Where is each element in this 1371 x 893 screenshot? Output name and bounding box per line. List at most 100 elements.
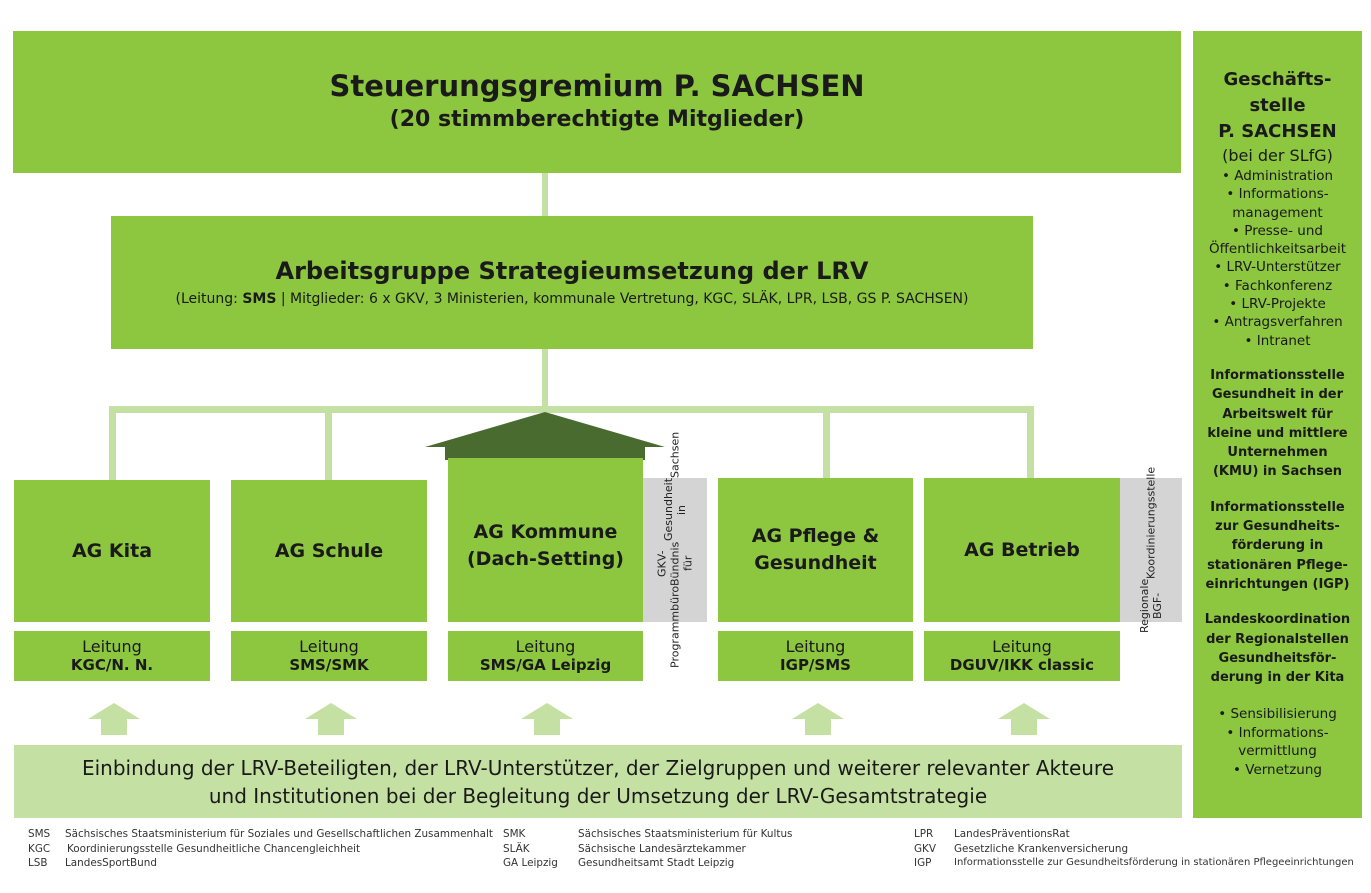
programmbuero-label: Programmbüro GKV-Bündnis für Gesundheit …: [643, 432, 707, 668]
ag-betrieb-name: AG Betrieb: [964, 538, 1080, 561]
legend-abbr: SLÄK: [503, 842, 530, 855]
kmu-info-line: Gesundheit in der: [1211, 387, 1344, 403]
igp-info-line: förderung in: [1231, 538, 1324, 554]
lead-kommune-box: Leitung SMS/GA Leipzig: [448, 631, 643, 681]
legend-text: LandesSportBund: [65, 857, 157, 869]
office-task-item: • Administration: [1221, 168, 1334, 184]
bgf-box: [1120, 478, 1182, 622]
legend-text: Informationsstelle zur Gesundheitsförder…: [954, 857, 1354, 868]
kita-coordination-block: Landeskoordination der Regionalstellen G…: [1193, 610, 1362, 687]
lead-pflege-box: Leitung IGP/SMS: [718, 631, 913, 681]
kita-coordination-line: Landeskoordination: [1204, 612, 1351, 628]
kmu-info-line: Unternehmen: [1227, 445, 1328, 461]
lead-betrieb-value: DGUV/IKK classic: [949, 656, 1095, 674]
legend-text: Gesundheitsamt Stadt Leipzig: [578, 857, 735, 869]
legend-row: SMS Sächsisches Staatsministerium für Soz…: [28, 827, 493, 842]
arrow-up-icon: [792, 703, 844, 735]
bgf-line1: Regionale BGF-: [1138, 578, 1164, 634]
kmu-info-line: Arbeitswelt für: [1222, 406, 1333, 422]
kmu-info-line: kleine und mittlere: [1207, 425, 1348, 441]
stakeholder-integration-line1: Einbindung der LRV-Beteiligten, der LRV-…: [81, 755, 1115, 780]
lead-schule-box: Leitung SMS/SMK: [231, 631, 427, 681]
office-task-item: • Informations-: [1226, 186, 1329, 203]
office-task-item: • Fachkonferenz: [1222, 277, 1333, 294]
igp-info-line: stationären Pflege-: [1207, 557, 1348, 573]
kita-tasks-list: • Sensibilisierung • Informations- vermi…: [1193, 705, 1362, 779]
office-task-item: • LRV-Unterstützer: [1214, 259, 1341, 276]
legend-row: GKV Gesetzliche Krankenversicherung: [914, 842, 1354, 857]
office-task-item: management: [1232, 204, 1323, 221]
office-task-item: • Presse- und: [1232, 222, 1323, 239]
ag-pflege-name2: Gesundheit: [754, 552, 877, 574]
office-title-line2: stelle: [1249, 95, 1306, 116]
office-task-item: • Intranet: [1244, 332, 1311, 349]
ag-betrieb-box: AG Betrieb: [924, 478, 1120, 622]
office-subtitle: (bei der SLfG): [1222, 146, 1333, 165]
kita-coordination-line: derung in der Kita: [1210, 670, 1345, 686]
legend-abbr: IGP: [914, 857, 932, 869]
ag-schule-name: AG Schule: [274, 539, 384, 562]
legend-text: Gesetzliche Krankenversicherung: [954, 842, 1129, 855]
kita-task-item: • Vernetzung: [1233, 761, 1322, 778]
roof-triangle: [425, 412, 665, 460]
legend-text: Sächsisches Staatsministerium für Sozial…: [65, 828, 493, 840]
arrow-up-icon: [305, 703, 357, 735]
kita-coordination-line: Gesundheitsför-: [1218, 650, 1337, 666]
steering-committee-title: Steuerungsgremium P. SACHSEN: [329, 69, 865, 103]
office-task-item: Öffentlichkeitsarbeit: [1208, 241, 1347, 258]
arrow-up-icon: [521, 703, 573, 735]
lead-kita-value: KGC/N. N.: [70, 656, 154, 674]
legend-col-1: SMS Sächsisches Staatsministerium für Soz…: [28, 827, 493, 871]
lead-betrieb-label: Leitung: [992, 637, 1052, 656]
igp-info-line: Informationsstelle: [1210, 499, 1345, 515]
connector-pflege: [823, 406, 830, 481]
legend-abbr: GKV: [914, 842, 936, 855]
steering-committee-subtitle: (20 stimmberechtigte Mitglieder): [389, 107, 805, 132]
legend-text: Sächsisches Staatsministerium für Kultus: [578, 828, 793, 840]
connector-betrieb: [1027, 406, 1034, 481]
ag-kommune-name2: (Dach-Setting): [466, 548, 624, 570]
legend-row: SLÄK Sächsische Landesärztekammer: [503, 842, 792, 857]
workgroup-sub-prefix: (Leitung:: [175, 290, 243, 307]
programmbuero-line1: Programmbüro: [668, 585, 682, 668]
workgroup-subtitle: (Leitung: SMS | Mitglieder: 6 x GKV, 3 M…: [176, 288, 969, 310]
connector-top: [542, 173, 548, 216]
lead-kommune-value: SMS/GA Leipzig: [479, 656, 612, 674]
legend-abbr: LPR: [914, 828, 934, 840]
ag-pflege-box: AG Pflege & Gesundheit: [718, 478, 913, 622]
ag-kita-box: AG Kita: [14, 480, 210, 622]
lead-kommune-label: Leitung: [515, 637, 576, 656]
connector-schule: [325, 406, 332, 481]
stakeholder-integration-line2: und Institutionen bei der Begleitung der…: [208, 783, 988, 808]
legend-row: LSB LandesSportBund: [28, 856, 493, 871]
programmbuero-line4: Sachsen: [668, 432, 682, 479]
office-title-line1: Geschäfts-: [1223, 69, 1332, 90]
kita-task-item: vermittlung: [1238, 743, 1317, 760]
arrow-up-icon: [998, 703, 1050, 735]
ag-pflege-name: AG Pflege &: [751, 525, 880, 547]
bgf-line2: Koordinierungsstelle: [1144, 466, 1158, 579]
legend-abbr: SMS: [28, 828, 51, 840]
workgroup-title: Arbeitsgruppe Strategieumsetzung der LRV: [275, 256, 869, 285]
kmu-info-line: Informationsstelle: [1210, 367, 1345, 383]
office-task-item: • Antragsverfahren: [1212, 314, 1343, 331]
workgroup-sub-rest: | Mitglieder: 6 x GKV, 3 Ministerien, ko…: [276, 290, 969, 307]
ag-kommune-box: AG Kommune (Dach-Setting): [448, 458, 643, 622]
legend-abbr: LSB: [28, 857, 48, 869]
bgf-label: Regionale BGF- Koordinierungsstelle: [1120, 467, 1182, 633]
igp-info-block: Informationsstelle zur Gesundheits- förd…: [1193, 498, 1362, 594]
kmu-info-line: (KMU) in Sachsen: [1212, 464, 1343, 480]
lead-betrieb-box: Leitung DGUV/IKK classic: [924, 631, 1120, 681]
lead-pflege-value: IGP/SMS: [780, 656, 851, 674]
legend-text: Sächsische Landesärztekammer: [578, 842, 746, 855]
ag-kommune-name: AG Kommune: [473, 521, 618, 543]
kmu-info-block: Informationsstelle Gesundheit in der Arb…: [1193, 366, 1362, 482]
connector-kita: [109, 406, 116, 481]
ag-kita-name: AG Kita: [71, 539, 153, 562]
